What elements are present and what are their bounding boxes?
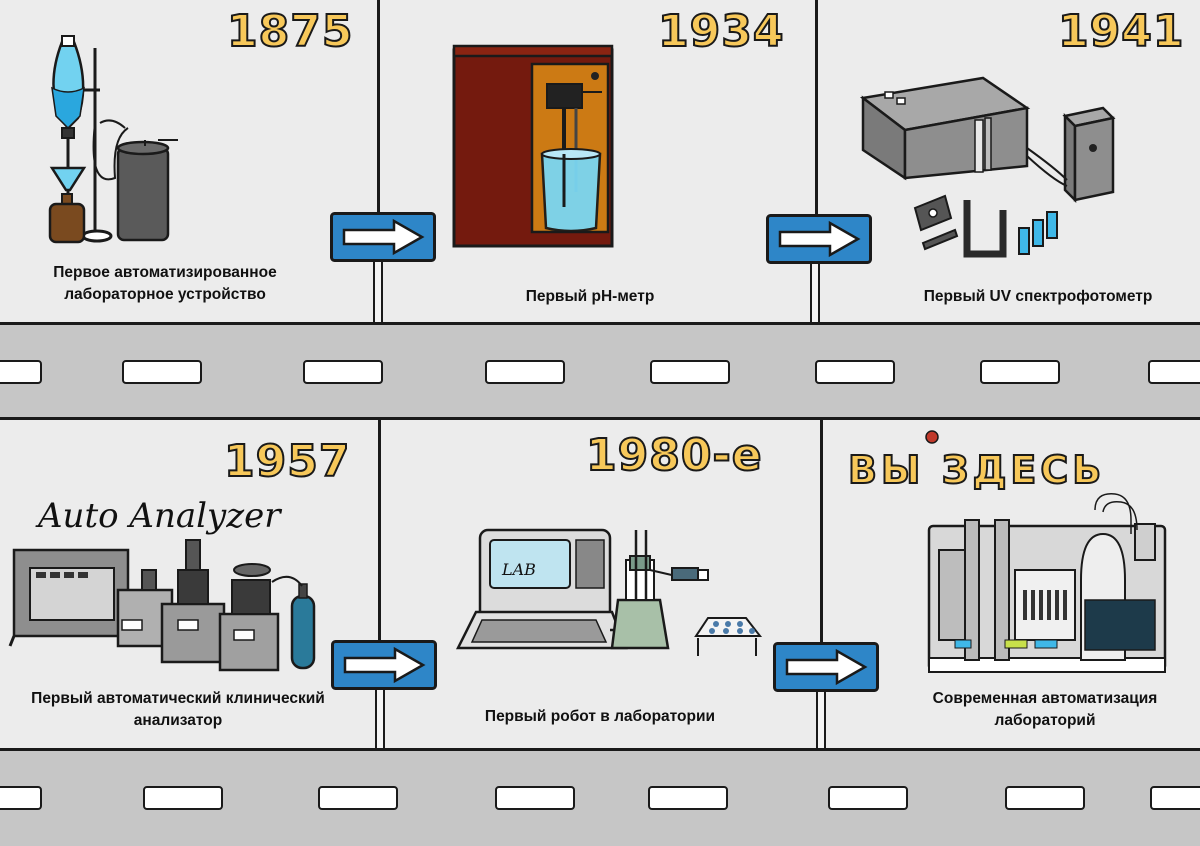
caption-line: Первое автоматизированное (53, 264, 277, 281)
year-label: 1875 (226, 5, 354, 58)
year-label: 1934 (657, 5, 785, 58)
caption-line: лабораторное устройство (64, 286, 266, 304)
modern-lab-automation-icon (927, 493, 1167, 673)
sign-post (373, 258, 383, 322)
road-dash (318, 786, 398, 810)
caption-line: Первый автоматический клинический (31, 690, 325, 707)
road-dash (980, 360, 1060, 384)
sign-post (810, 260, 820, 322)
panel-divider (377, 0, 380, 322)
milestone-caption: Первый pH-метр (440, 286, 740, 308)
ph-meter-icon (452, 44, 614, 248)
road-bottom (0, 748, 1200, 846)
road-dash (1148, 360, 1200, 384)
caption-line: Первый UV спектрофотометр (923, 288, 1153, 305)
road-arrow-sign-icon (330, 212, 436, 262)
milestone-caption: Современная автоматизация лабораторий (880, 688, 1200, 733)
separatory-funnel-apparatus-icon (48, 35, 178, 244)
sign-post (816, 688, 826, 748)
road-dash (0, 786, 42, 810)
road-arrow-sign-icon (331, 640, 437, 690)
sign-post (375, 686, 385, 748)
road-dash (0, 360, 42, 384)
caption-line: анализатор (133, 712, 223, 730)
milestone-caption: Первое автоматизированное лабораторное у… (0, 262, 330, 307)
road-dash (1150, 786, 1200, 810)
panel-divider (820, 420, 823, 748)
caption-line: лабораторий (994, 712, 1096, 730)
caption-line: Первый pH-метр (525, 288, 655, 305)
year-label: 1957 (223, 435, 351, 488)
caption-line: Современная автоматизация (932, 690, 1158, 707)
road-arrow-sign-icon (766, 214, 872, 264)
road-dash (303, 360, 383, 384)
autoanalyzer-logo: Auto Analyzer (38, 496, 281, 536)
uv-spectrophotometer-icon (859, 76, 1116, 258)
road-dash (143, 786, 223, 810)
year-label: 1980-е (585, 429, 763, 482)
road-dash (122, 360, 202, 384)
milestone-caption: Первый UV спектрофотометр (868, 286, 1200, 308)
road-top (0, 322, 1200, 420)
road-dash (495, 786, 575, 810)
panel-divider (815, 0, 818, 322)
road-arrow-sign-icon (773, 642, 879, 692)
you-are-here-label: ВЫ ЗДЕСЬ (847, 447, 1106, 493)
caption-line: Первый робот в лаборатории (484, 708, 716, 725)
road-dash (828, 786, 908, 810)
autoanalyzer-machines-icon (8, 539, 316, 672)
panel-divider (378, 420, 381, 748)
you-are-here-dot-icon (925, 430, 939, 444)
lab-robot-computer-icon: LAB (455, 528, 763, 656)
milestone-caption: Первый автоматический клинический анализ… (0, 688, 356, 733)
road-dash (1005, 786, 1085, 810)
road-dash (650, 360, 730, 384)
road-dash (815, 360, 895, 384)
year-label: 1941 (1057, 5, 1185, 58)
road-dash (648, 786, 728, 810)
road-dash (485, 360, 565, 384)
lab-screen-text: LAB (501, 560, 536, 579)
milestone-caption: Первый робот в лаборатории (440, 706, 760, 728)
